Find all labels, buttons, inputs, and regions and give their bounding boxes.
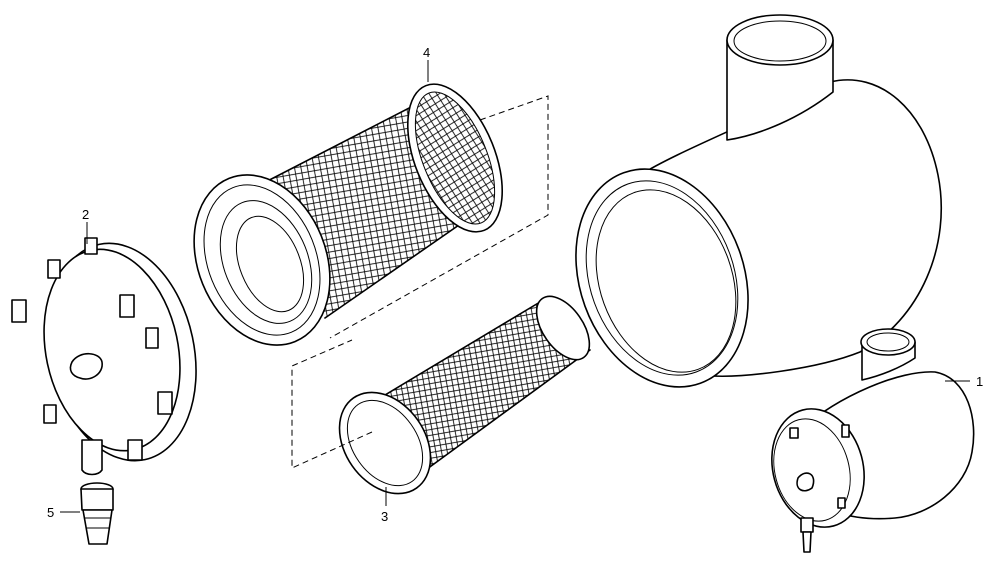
- callout-1: 1: [976, 374, 983, 389]
- assembly-line-secondary: [291, 339, 373, 469]
- housing-small-assembly: [771, 328, 975, 553]
- callout-5: 5: [47, 505, 54, 520]
- valve-part: [80, 482, 114, 545]
- callout-2: 2: [82, 207, 89, 222]
- primary-filter-element: [193, 83, 504, 346]
- assembly-line-primary: [329, 95, 549, 339]
- callout-4: 4: [423, 45, 430, 60]
- cover-part: [11, 237, 197, 476]
- housing-large-view: [575, 14, 942, 388]
- callout-3: 3: [381, 509, 388, 524]
- secondary-filter-element: [338, 295, 591, 495]
